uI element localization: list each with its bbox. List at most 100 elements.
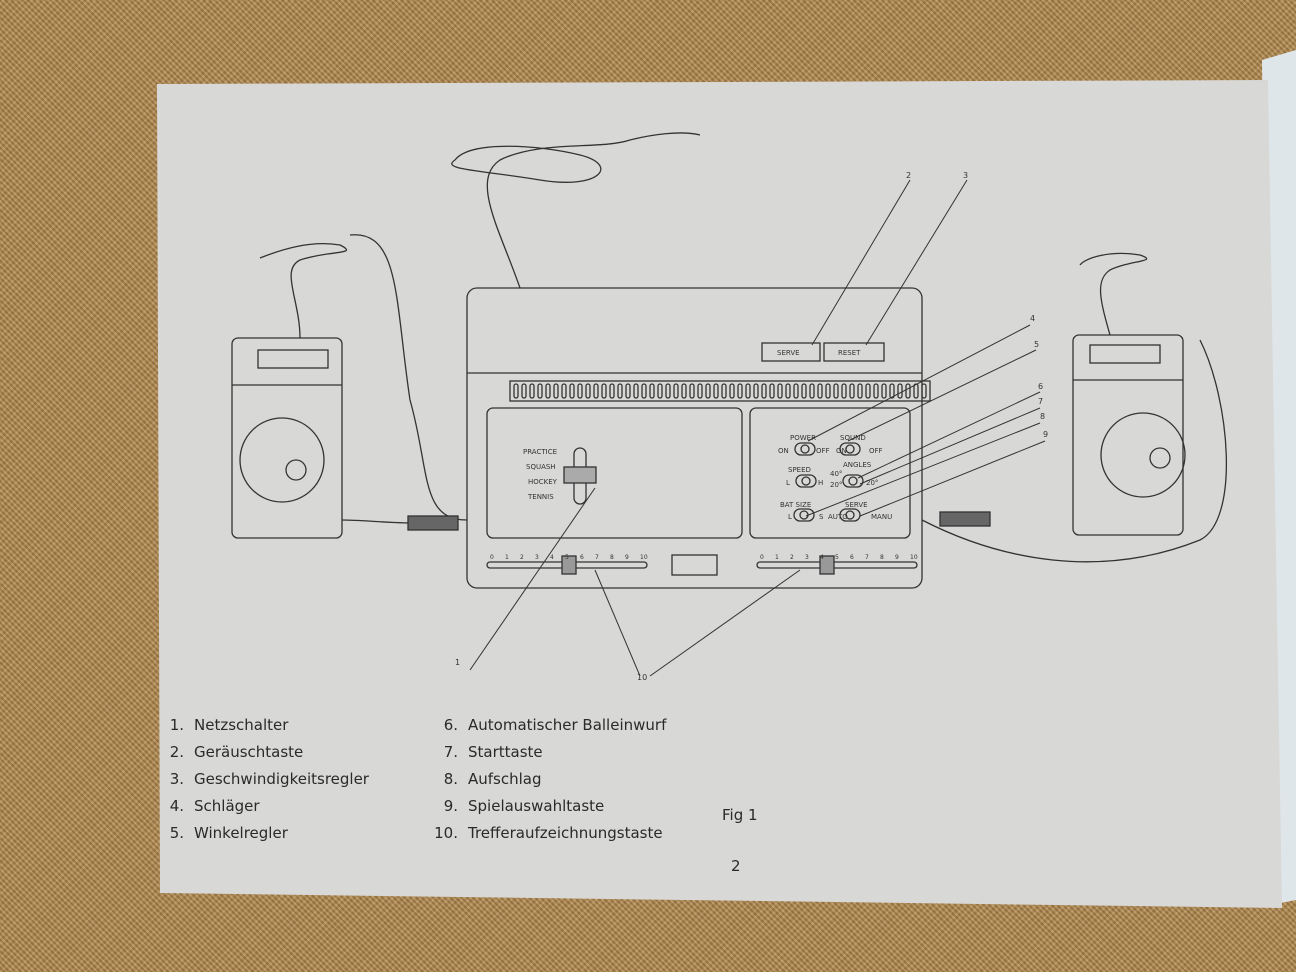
vent-slot xyxy=(777,383,783,399)
callout-number: 2 xyxy=(906,171,911,180)
legend-text: Schläger xyxy=(194,797,260,815)
game-squash: SQUASH xyxy=(526,463,556,471)
legend-number: 3. xyxy=(169,770,184,788)
score-tick-label: 5 xyxy=(835,554,839,561)
power-label: POWER xyxy=(790,434,816,442)
score-tick-label: 0 xyxy=(490,554,494,561)
legend-text: Starttaste xyxy=(468,743,543,761)
score-tick-label: 3 xyxy=(805,554,809,561)
legend-item: 2.Geräuschtaste xyxy=(156,739,369,766)
vent-slot xyxy=(609,383,615,399)
vent-slot xyxy=(521,383,527,399)
callout-number: 7 xyxy=(1038,397,1043,406)
vent-slot xyxy=(857,383,863,399)
legend-number: 5. xyxy=(169,824,184,842)
legend-number: 7. xyxy=(443,743,458,761)
serve-manu: MANU xyxy=(871,513,892,521)
vent-slot xyxy=(617,383,623,399)
power-on: ON xyxy=(778,447,789,455)
callout-lines xyxy=(469,179,1046,677)
serve-label: SERVE xyxy=(777,349,800,357)
legend-item: 10.Trefferaufzeichnungstaste xyxy=(422,820,666,847)
toggle-switch-drawing xyxy=(842,474,864,488)
legend-text: Automatischer Balleinwurf xyxy=(468,716,667,734)
score-tick-label: 8 xyxy=(880,554,884,561)
toggle-knob xyxy=(845,510,855,520)
vent-slot xyxy=(881,383,887,399)
vent-slot xyxy=(889,383,895,399)
vent-slot xyxy=(841,383,847,399)
vent-slot xyxy=(537,383,543,399)
score-tick-label: 8 xyxy=(610,554,614,561)
vent-slot xyxy=(865,383,871,399)
vent-slot xyxy=(721,383,727,399)
figure-label: Fig 1 xyxy=(722,806,758,824)
legend-number: 9. xyxy=(443,797,458,815)
vent-slot xyxy=(625,383,631,399)
vent-slot xyxy=(601,383,607,399)
score-tick-label: 6 xyxy=(850,554,854,561)
callout-number: 8 xyxy=(1040,412,1045,421)
vent-slot xyxy=(769,383,775,399)
vent-slot xyxy=(689,383,695,399)
vent-slot xyxy=(897,383,903,399)
vent-slot xyxy=(585,383,591,399)
reset-button-drawing xyxy=(823,342,885,362)
score-tick-label: 6 xyxy=(580,554,584,561)
page-number: 2 xyxy=(731,857,741,875)
serve-switch-label: SERVE xyxy=(845,501,868,509)
vent-slot xyxy=(913,383,919,399)
legend-number: 4. xyxy=(169,797,184,815)
vent-slot xyxy=(641,383,647,399)
score-tick-label: 10 xyxy=(640,554,648,561)
legend-text: Winkelregler xyxy=(194,824,288,842)
legend-text: Geräuschtaste xyxy=(194,743,304,761)
vent-slot xyxy=(633,383,639,399)
legend-item: 6.Automatischer Balleinwurf xyxy=(422,712,667,739)
sound-on: ON xyxy=(836,447,847,455)
score-tick-label: 7 xyxy=(865,554,869,561)
toggle-switch-drawing xyxy=(839,442,861,456)
legend-number: 1. xyxy=(169,716,184,734)
legend-text: Geschwindigkeitsregler xyxy=(194,770,369,788)
toggle-switch-drawing xyxy=(793,508,815,522)
bat-size-l: L xyxy=(788,513,792,521)
vent-slot xyxy=(593,383,599,399)
legend-item: 4. Schläger xyxy=(156,793,369,820)
score-tick-label: 7 xyxy=(595,554,599,561)
vent-slot xyxy=(529,383,535,399)
score-tick-label: 10 xyxy=(910,554,918,561)
serve-auto: AUTO xyxy=(828,513,848,521)
score-tick-label: 1 xyxy=(775,554,779,561)
score-tick-label: 0 xyxy=(760,554,764,561)
vent-slot xyxy=(569,383,575,399)
vent-slot xyxy=(905,383,911,399)
angles-20-right: 20° xyxy=(866,479,878,487)
vent-slot xyxy=(809,383,815,399)
toggle-knob xyxy=(800,444,810,454)
vent-slot xyxy=(681,383,687,399)
callout-number: 10 xyxy=(637,673,647,682)
vent-slot xyxy=(801,383,807,399)
score-tick-label: 2 xyxy=(520,554,524,561)
serve-button-drawing xyxy=(761,342,821,362)
angles-label: ANGLES xyxy=(843,461,872,469)
score-tick-label: 5 xyxy=(565,554,569,561)
left-paddle-controller xyxy=(231,243,459,539)
toggle-switch-drawing xyxy=(839,508,861,522)
callout-number: 5 xyxy=(1034,340,1039,349)
vent-slot xyxy=(817,383,823,399)
game-hockey: HOCKEY xyxy=(528,478,558,486)
toggle-knob xyxy=(801,476,811,486)
vent-slot xyxy=(553,383,559,399)
vent-slot xyxy=(753,383,759,399)
legend-text: Trefferaufzeichnungstaste xyxy=(468,824,663,842)
vent-slot xyxy=(833,383,839,399)
callout-number: 6 xyxy=(1038,382,1043,391)
score-tick-label: 3 xyxy=(535,554,539,561)
vent-slot xyxy=(657,383,663,399)
speed-label: SPEED xyxy=(788,466,811,474)
callout-number: 3 xyxy=(963,171,968,180)
